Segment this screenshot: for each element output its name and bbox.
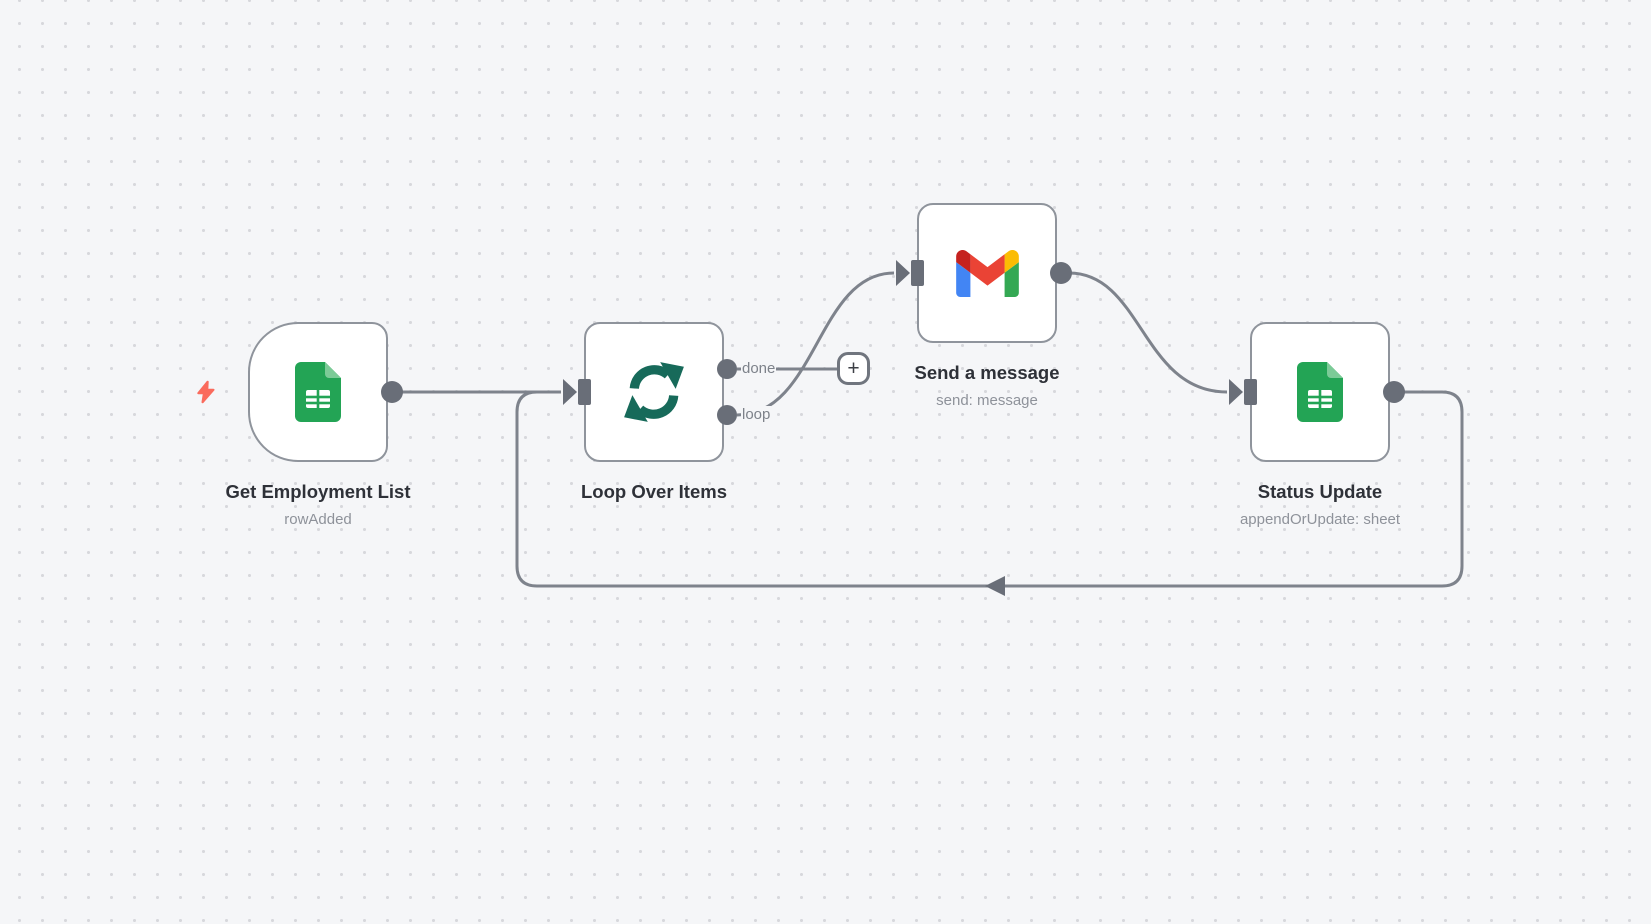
node-loop-over-items[interactable]: Loop Over Items — [581, 322, 727, 502]
node-title: Loop Over Items — [581, 481, 727, 502]
output-label-loop: loop — [741, 406, 772, 424]
node-title: Send a message — [914, 362, 1060, 383]
node-status-update[interactable]: Status Update appendOrUpdate: sheet — [1240, 322, 1400, 528]
node-subtitle: rowAdded — [284, 511, 352, 528]
node-subtitle: send: message — [936, 392, 1038, 409]
node-send-a-message[interactable]: Send a message send: message — [915, 203, 1060, 409]
add-node-button[interactable]: + — [837, 352, 870, 385]
loop-icon — [624, 362, 684, 422]
node-title: Status Update — [1257, 481, 1383, 502]
node-title: Get Employment List — [225, 481, 411, 502]
lightning-bolt-icon — [197, 380, 215, 404]
node-get-employment-list[interactable]: Get Employment List rowAdded — [225, 322, 411, 528]
gmail-icon — [955, 249, 1019, 297]
output-label-done: done — [741, 360, 777, 378]
google-sheets-icon — [1297, 362, 1343, 422]
node-subtitle: appendOrUpdate: sheet — [1239, 511, 1401, 528]
google-sheets-icon — [295, 362, 341, 422]
